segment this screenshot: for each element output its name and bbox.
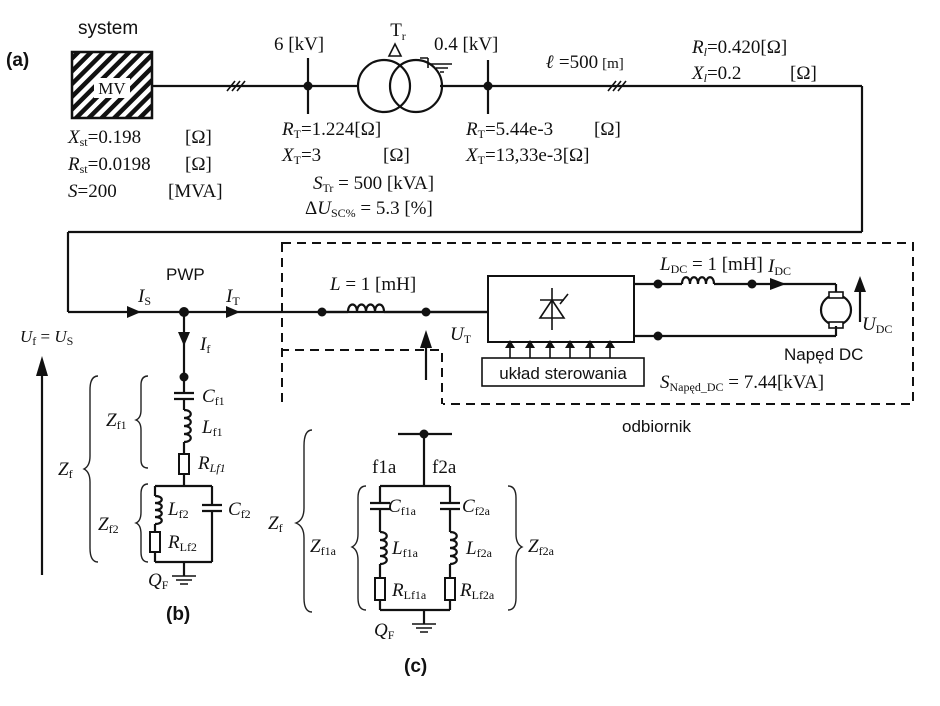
- bus-04kv-label: 0.4 [kV]: [434, 34, 498, 55]
- label-zf1a: Zf1a: [310, 536, 337, 558]
- system-xst: Xst=0.198[Ω]: [67, 127, 212, 149]
- delta-winding-icon: [387, 42, 403, 57]
- ldc-inductor: [680, 276, 716, 285]
- label-zf1: Zf1: [106, 410, 127, 432]
- label-zf-b: Zf: [58, 459, 73, 481]
- current-if: If: [199, 334, 210, 356]
- svg-text:Tr: Tr: [390, 20, 406, 43]
- bus-04kv-node: [483, 81, 493, 91]
- label-lf1a: Lf1a: [391, 538, 419, 560]
- bus-6kv-node: [303, 81, 313, 91]
- label-sdrive: SNapęd_DC = 7.44[kVA]: [660, 372, 824, 394]
- rlf1a-resistor: [374, 577, 386, 601]
- mv-box-label: MV: [98, 79, 126, 98]
- line-xl: Xl=0.2[Ω]: [691, 63, 817, 85]
- tr-primary-x: XT=3[Ω]: [281, 145, 410, 167]
- brace-zf2a: [507, 485, 524, 611]
- tr-rating-usc: ΔUSC% = 5.3 [%]: [305, 198, 433, 220]
- transformer-tr: [356, 42, 452, 114]
- tr-primary-r: RT=1.224[Ω]: [281, 119, 381, 141]
- mv-system-block: MV: [70, 50, 154, 120]
- label-cf2: Cf2: [228, 499, 251, 521]
- label-l: L = 1 [mH]: [329, 274, 416, 295]
- label-rlf2a: RLf2a: [459, 580, 495, 602]
- label-qf-c: QF: [374, 620, 395, 642]
- lf1a-inductor: [379, 530, 388, 566]
- bus-6kv-label: 6 [kV]: [274, 34, 324, 55]
- label-cf1a: Cf1a: [388, 496, 417, 518]
- transformer-name: T: [390, 20, 402, 41]
- l-inductor: [346, 303, 386, 313]
- lf2-inductor: [154, 494, 163, 526]
- line-rl: Rl=0.420[Ω]: [691, 37, 787, 59]
- control-signal-arrows: [505, 340, 615, 358]
- tr-secondary-r: RT=5.44e-3[Ω]: [465, 119, 621, 141]
- tr-secondary-x: XT=13,33e-3[Ω]: [465, 145, 589, 167]
- ground-icon-c: [412, 623, 436, 633]
- label-zf-c: Zf: [268, 513, 283, 535]
- rlf2-resistor: [149, 531, 161, 553]
- filter-c: [294, 429, 524, 633]
- panel-label-b: (b): [166, 604, 190, 625]
- ground-icon: [420, 57, 452, 73]
- label-cf1: Cf1: [202, 386, 225, 408]
- dc-motor-icon: [819, 293, 853, 327]
- lf2a-inductor: [449, 530, 458, 566]
- label-lf1: Lf1: [201, 417, 223, 439]
- brace-zf1: [134, 375, 149, 469]
- system-s: S=200[MVA]: [68, 181, 223, 202]
- control-unit-label: układ sterowania: [499, 364, 627, 383]
- brace-zf: [82, 375, 99, 563]
- label-f1a: f1a: [372, 457, 397, 478]
- label-udc: UDC: [862, 314, 892, 336]
- label-rlf1a: RLf1a: [391, 580, 427, 602]
- system-title: system: [78, 18, 138, 39]
- pwp-label: PWP: [166, 265, 205, 284]
- panel-label-a: (a): [6, 50, 29, 71]
- three-phase-tick-marks: [226, 80, 627, 92]
- voltage-uf-us: Uf = US: [20, 327, 73, 348]
- is-arrow-icon: [127, 306, 141, 318]
- label-drive: Napęd DC: [784, 345, 863, 364]
- brace-zf1a: [350, 485, 367, 611]
- label-ldc: LDC = 1 [mH]: [659, 254, 763, 276]
- it-arrow-icon: [226, 306, 240, 318]
- panel-label-c: (c): [404, 656, 427, 677]
- label-ut: UT: [450, 324, 472, 346]
- receiver-label: odbiornik: [622, 417, 691, 436]
- thyristor-rectifier: [487, 275, 635, 343]
- filter-b: [82, 312, 222, 585]
- uf-arrowhead-icon: [36, 356, 48, 376]
- lf1-inductor: [183, 408, 192, 444]
- load-line-l: [317, 303, 488, 317]
- label-idc: IDC: [767, 256, 791, 278]
- udc-arrow-icon: [854, 276, 866, 292]
- label-lf2: Lf2: [167, 499, 189, 521]
- label-rlf1: RLf1: [197, 453, 226, 475]
- label-cf2a: Cf2a: [462, 496, 491, 518]
- brace-zf2: [134, 483, 149, 563]
- label-f2a: f2a: [432, 457, 457, 478]
- thyristor-icon: [538, 298, 566, 319]
- label-lf2a: Lf2a: [465, 538, 493, 560]
- system-rst: Rst=0.0198[Ω]: [67, 154, 212, 176]
- line-length: ℓ =500[m]: [546, 52, 624, 73]
- if-arrow-icon: [178, 332, 190, 346]
- label-qf-b: QF: [148, 570, 169, 592]
- label-zf2: Zf2: [98, 514, 119, 536]
- label-zf2a: Zf2a: [528, 536, 555, 558]
- tr-rating-s: STr = 500 [kVA]: [313, 173, 434, 195]
- current-is: IS: [137, 286, 151, 308]
- dc-circuit: [634, 276, 866, 341]
- ground-icon-b: [172, 575, 196, 585]
- current-it: IT: [225, 286, 240, 308]
- rlf2a-resistor: [444, 577, 456, 601]
- control-unit-box: [481, 357, 645, 387]
- rlf1-resistor: [178, 453, 190, 475]
- idc-arrow-icon: [770, 278, 786, 290]
- label-rlf2: RLf2: [167, 532, 197, 554]
- brace-zf-c: [294, 429, 313, 613]
- ut-arrowhead-icon: [420, 330, 432, 348]
